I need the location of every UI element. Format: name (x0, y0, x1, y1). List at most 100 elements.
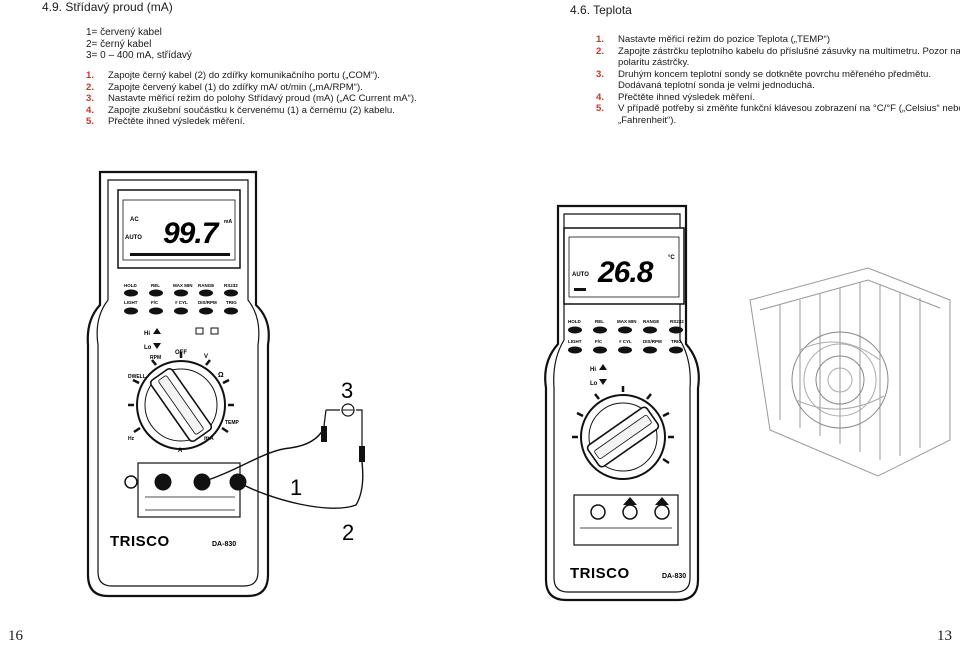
probe-left (321, 409, 327, 442)
button-label: F/C (151, 300, 159, 305)
button-label: RANGE (198, 283, 214, 288)
step-item: 3. Nastavte měřicí režim do polohy Střída… (86, 93, 436, 105)
jack-v (124, 475, 138, 489)
probe-right (359, 428, 365, 462)
step-item: 2. Zapojte zástrčku teplotního kabelu do … (596, 46, 960, 69)
hi-indicator: Hi (144, 331, 150, 337)
step-number: 3. (596, 68, 605, 80)
lo-indicator: Lo (144, 345, 152, 351)
button-label: LIGHT (124, 300, 138, 305)
step-number: 3. (86, 93, 95, 104)
lcd-mode-label: AC (130, 217, 139, 223)
brand-logo: TRISCO (570, 565, 630, 582)
multimeter-ac-current-illustration: AC AUTO 99.7 mA HOLD REL MAX MIN RANGE R… (86, 170, 365, 598)
lead-red (201, 427, 325, 483)
step-number: 2. (86, 81, 95, 93)
button-label: TRIG (226, 300, 237, 305)
lcd-unit: °C (668, 255, 675, 261)
callout-1: 1 (290, 475, 302, 500)
legend-item: 3= 0 – 400 mA, střídavý (86, 50, 192, 61)
button-label: MAX MIN (617, 319, 637, 324)
button-label: TRIG (671, 339, 682, 344)
button-label: DIS/RPM (198, 300, 217, 305)
step-number: 1. (86, 70, 95, 81)
lcd-auto-label: AUTO (572, 272, 589, 278)
lead-black (237, 461, 364, 509)
step-item: 3. Druhým koncem teplotní sondy se dotkně… (596, 69, 960, 92)
step-number: 5. (596, 103, 605, 114)
button-row-top: HOLD REL MAX MIN RANGE RS232 (568, 319, 684, 334)
button-label: REL (151, 283, 160, 288)
button-label: HOLD (568, 319, 581, 324)
step-text: Přečtěte ihned výsledek měření. (618, 91, 756, 103)
dial-label: OFF (175, 350, 187, 356)
button-label: F/C (595, 339, 603, 344)
step-text: Zapojte červený kabel (1) do zdířky mA/ … (108, 81, 363, 93)
jack-a (154, 473, 172, 491)
dial-label: mA (204, 436, 214, 442)
button-label: MAX MIN (173, 283, 193, 288)
lcd-reading: 99.7 (163, 217, 220, 250)
rotary-selector: OFF V Ω TEMP mA A RPM DWELL Hz (128, 350, 240, 454)
step-item: 5. V případě potřeby si změňte funkční kl… (596, 103, 960, 126)
legend-item: 2= černý kabel (86, 38, 152, 50)
button-label: # CYL (619, 339, 632, 344)
legend-item: 1= červený kabel (86, 27, 162, 38)
dial-label: TEMP (225, 420, 240, 426)
lcd-reading: 26.8 (597, 256, 654, 289)
button-label: RS232 (224, 283, 238, 288)
section-title-temperature: 4.6. Teplota (570, 3, 632, 17)
step-number: 4. (86, 104, 95, 116)
multimeter-temperature-illustration: AUTO 26.8 °C HOLD REL MAX MIN RANGE RS23… (544, 204, 951, 602)
test-circuit (326, 409, 363, 428)
button-row-top: HOLD REL MAX MIN RANGE RS232 (124, 283, 238, 297)
step-text: Zapojte zkušební součástku k červenému (… (108, 104, 395, 116)
step-item: 5. Přečtěte ihned výsledek měření. (86, 116, 436, 128)
measured-object (749, 267, 951, 477)
step-text: Přečtěte ihned výsledek měření. (108, 116, 246, 127)
brand-logo: TRISCO (110, 533, 170, 550)
callout-3: 3 (341, 378, 353, 403)
button-row-bottom: LIGHT F/C # CYL DIS/RPM TRIG (568, 339, 683, 354)
button-label: REL (595, 319, 604, 324)
page-number-left: 16 (8, 628, 23, 644)
button-label: DIS/RPM (643, 339, 662, 344)
dial-label: V (204, 354, 208, 360)
step-item: 1. Zapojte černý kabel (2) do zdířky komu… (86, 70, 436, 82)
step-item: 4. Přečtěte ihned výsledek měření. (596, 92, 960, 104)
button-label: RANGE (643, 319, 659, 324)
step-text: Zapojte černý kabel (2) do zdířky komuni… (108, 70, 380, 81)
model-name: DA-830 (662, 573, 686, 580)
step-text: Nastavte měřicí režim do pozice Teplota … (618, 34, 831, 45)
dial-label: Hz (128, 436, 135, 442)
rotary-selector (572, 386, 674, 480)
step-text: Zapojte zástrčku teplotního kabelu do př… (618, 45, 960, 69)
step-number: 4. (596, 91, 605, 103)
jack (590, 504, 606, 520)
step-item: 2. Zapojte červený kabel (1) do zdířky mA… (86, 82, 436, 94)
step-text: Druhým koncem teplotní sondy se dotkněte… (618, 68, 932, 92)
jack (622, 504, 638, 520)
step-number: 5. (86, 116, 95, 127)
step-text: V případě potřeby si změňte funkční kláv… (618, 103, 960, 126)
button-label: RS232 (670, 319, 684, 324)
temperature-steps: 1. Nastavte měřicí režim do pozice Teplot… (596, 34, 960, 126)
step-item: 4. Zapojte zkušební součástku k červenému… (86, 105, 436, 117)
step-item: 1. Nastavte měřicí režim do pozice Teplot… (596, 34, 960, 46)
lcd-unit: mA (224, 219, 232, 225)
dial-label: Ω (218, 372, 224, 379)
lcd-auto-label: AUTO (125, 235, 142, 241)
jack (654, 504, 670, 520)
button-label: # CYL (175, 300, 188, 305)
button-row-bottom: LIGHT F/C # CYL DIS/RPM TRIG (124, 300, 238, 315)
cable-legend: 1= červený kabel 2= černý kabel 3= 0 – 4… (86, 27, 192, 62)
step-text: Nastavte měřicí režim do polohy Střídavý… (108, 93, 417, 104)
dial-label: A (178, 448, 183, 454)
button-label: LIGHT (568, 339, 582, 344)
step-number: 2. (596, 45, 605, 57)
step-number: 1. (596, 34, 605, 45)
ac-current-steps: 1. Zapojte černý kabel (2) do zdířky komu… (86, 70, 436, 128)
lo-indicator: Lo (590, 381, 598, 387)
input-jack-panel (137, 462, 241, 518)
dial-label: RPM (150, 355, 161, 361)
